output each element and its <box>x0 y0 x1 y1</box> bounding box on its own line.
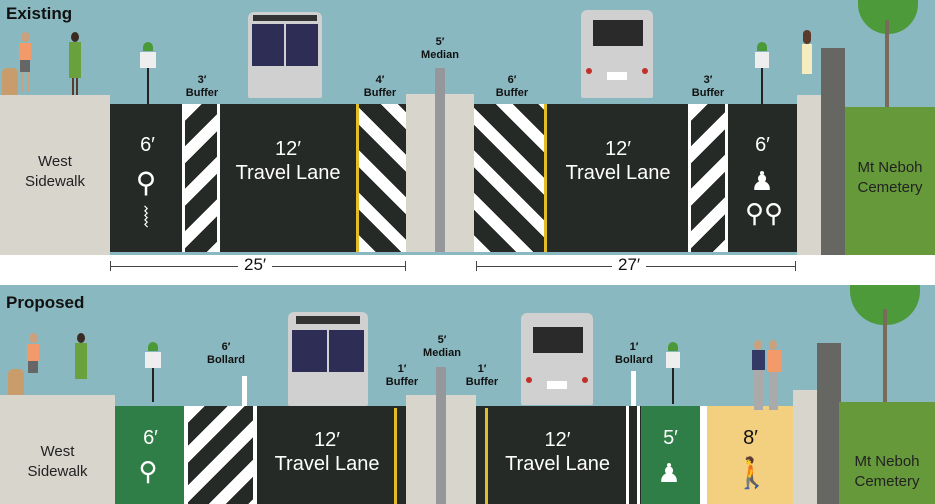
dimension-west-label: 25′ <box>238 255 273 275</box>
east-sidewalk <box>797 95 821 255</box>
buffer-4ft-label: 4′ Buffer <box>363 74 397 99</box>
travel-lane-west-label: 12′ Travel Lane <box>274 429 380 475</box>
cemetery-label: Mt Neboh Cemetery <box>857 159 923 196</box>
existing-section: Existing West Sidewalk 6′ ⚲⦚ 3′ Buffer 1… <box>0 0 935 275</box>
yellow-line <box>394 408 397 504</box>
tree-icon <box>858 0 918 107</box>
pedestrian-icon <box>802 30 812 94</box>
pedestrian-lane <box>707 406 793 504</box>
buffer-1ft-east-label: 1′ Buffer <box>465 363 499 388</box>
cyclist-icon <box>664 342 682 404</box>
yellow-line <box>544 104 547 252</box>
west-sidewalk <box>0 395 115 504</box>
dimension-east-label: 27′ <box>612 255 647 275</box>
buffer-1ft-west-label: 1′ Buffer <box>385 363 419 388</box>
lane-stripe <box>700 406 707 504</box>
pedestrian-symbol-icon: 🚶 <box>733 457 771 490</box>
cemetery-wall <box>821 48 845 255</box>
cemetery-label: Mt Neboh Cemetery <box>854 453 920 490</box>
bus-rear-icon <box>521 313 593 405</box>
cemetery-wall <box>817 343 841 504</box>
travel-lane-east-label: 12′ Travel Lane <box>565 138 671 184</box>
pedestrian-icon <box>26 333 40 395</box>
proposed-title: Proposed <box>6 293 85 312</box>
cyclist-icon <box>753 42 771 104</box>
buffer-hatch-3ft-east <box>688 104 728 252</box>
travel-lane-west <box>257 406 407 504</box>
cyclist-icon <box>143 342 163 402</box>
bollard-6ft-label: 6′ Bollard <box>207 341 245 366</box>
buffer-hatch-3ft-west <box>182 104 220 252</box>
bike-lane-east-width: 5′ <box>663 427 678 449</box>
travel-lane-east-label: 12′ Travel Lane <box>505 429 610 475</box>
dog-icon <box>8 369 24 397</box>
lane-stripe <box>637 406 640 504</box>
west-sidewalk-label: West Sidewalk <box>27 443 88 480</box>
dog-icon <box>2 68 18 98</box>
bus-front-icon <box>248 12 322 98</box>
proposed-section: Proposed West Sidewalk 6′ ⚲ 6′ Bollard 1… <box>0 285 935 504</box>
cemetery-grounds <box>839 402 935 504</box>
yellow-line <box>356 104 359 252</box>
bike-symbol-icon: ⚲ <box>138 456 158 486</box>
pedestrian-icon <box>74 333 88 399</box>
bike-symbol-icon: ⚲⦚ <box>135 167 157 233</box>
bike-lane-west-width: 6′ <box>143 427 158 449</box>
travel-lane-west-label: 12′ Travel Lane <box>235 138 341 184</box>
median-post <box>436 367 446 504</box>
pedestrian-couple-icon <box>752 340 786 412</box>
bike-symbol-icon: ♟⚲⚲ <box>745 166 784 228</box>
pedestrian-icon <box>68 32 82 98</box>
existing-title: Existing <box>6 4 73 23</box>
buffer-hatch-6ft <box>474 104 544 252</box>
pedestrian-lane-width: 8′ <box>743 427 758 449</box>
buffer-3ft-east-label: 3′ Buffer <box>691 74 725 99</box>
bike-lane-east <box>641 406 700 504</box>
median-label: 5′ Median <box>421 36 459 61</box>
bus-front-icon <box>288 312 368 406</box>
bollard-buffer-hatch <box>184 406 257 504</box>
bollard-icon <box>242 376 247 406</box>
median-post <box>435 68 445 252</box>
bollard-icon <box>631 371 636 406</box>
buffer-hatch-4ft <box>359 104 406 252</box>
buffer-6ft-label: 6′ Buffer <box>495 74 529 99</box>
bike-lane-west <box>115 406 184 504</box>
lane-stripe <box>626 406 629 504</box>
tree-icon <box>850 285 920 402</box>
travel-lane-east <box>476 406 642 504</box>
median-label: 5′ Median <box>423 334 461 359</box>
east-sidewalk <box>793 390 817 504</box>
pedestrian-icon <box>18 32 32 94</box>
bike-symbol-icon: ♟ <box>657 458 681 488</box>
buffer-3ft-label: 3′ Buffer <box>185 74 219 99</box>
yellow-line <box>485 408 488 504</box>
bollard-1ft-label: 1′ Bollard <box>615 341 653 366</box>
bike-lane-east-width: 6′ <box>755 134 770 156</box>
west-sidewalk <box>0 95 110 255</box>
cyclist-icon <box>138 42 158 104</box>
bus-rear-icon <box>581 10 653 98</box>
cemetery-grounds <box>845 107 935 255</box>
west-sidewalk-label: West Sidewalk <box>24 153 86 190</box>
bike-lane-west-width: 6′ <box>140 134 155 156</box>
